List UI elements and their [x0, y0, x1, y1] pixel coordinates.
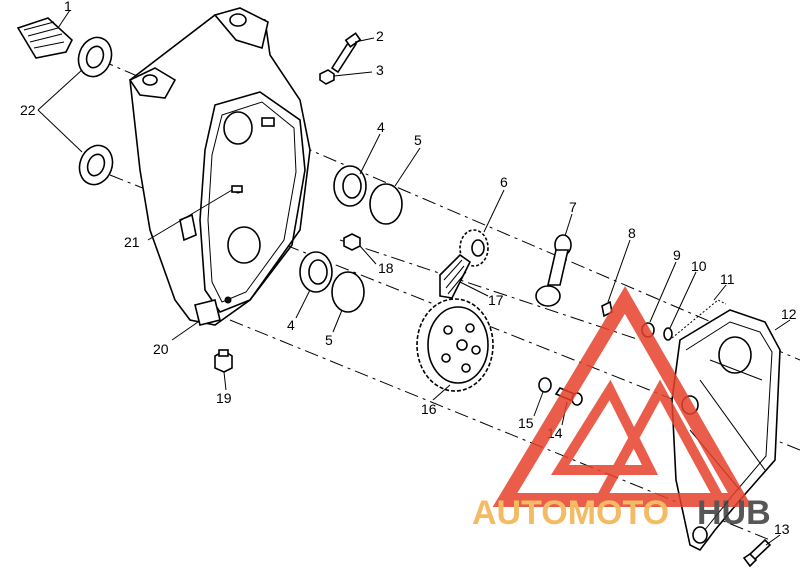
chain-tensioner [535, 234, 572, 307]
seal-10 [663, 327, 673, 341]
nut-top [319, 69, 335, 85]
chaincase-housing [128, 7, 311, 326]
watermark-logo: AUTOMOTO HUB [472, 286, 771, 532]
driven-sprocket [416, 298, 494, 392]
callout-21: 21 [124, 234, 140, 250]
callout-19: 19 [216, 390, 232, 406]
callout-13: 13 [774, 521, 790, 537]
callout-17: 17 [488, 292, 504, 308]
leader-lines [37, 9, 791, 546]
drive-gear-top [459, 229, 489, 267]
callout-7: 7 [569, 199, 577, 215]
watermark-triangle-icon [492, 286, 753, 507]
pin-21 [231, 185, 243, 193]
bearing-upper [333, 165, 367, 207]
nut-18 [343, 233, 361, 251]
cover-gasket [671, 299, 727, 339]
washer-15 [538, 377, 552, 393]
cover-bolt [742, 538, 772, 568]
callout-5-upper: 5 [414, 132, 422, 148]
callout-12: 12 [781, 306, 797, 322]
callout-5-lower: 5 [325, 332, 333, 348]
callout-3: 3 [376, 62, 384, 78]
oil-seal-lower [78, 144, 114, 186]
drive-chain [439, 253, 472, 299]
callout-10: 10 [691, 258, 707, 274]
callout-4-upper: 4 [377, 119, 385, 135]
callout-22: 22 [20, 102, 36, 118]
oil-seal-upper [77, 36, 113, 78]
callout-2: 2 [376, 28, 384, 44]
o-ring-lower [331, 271, 365, 313]
callout-20: 20 [153, 341, 169, 357]
callout-4-lower: 4 [287, 317, 295, 333]
callout-15: 15 [518, 415, 534, 431]
o-ring-upper [369, 183, 403, 225]
callout-9: 9 [673, 247, 681, 263]
callout-6: 6 [500, 174, 508, 190]
callout-16: 16 [421, 401, 437, 417]
watermark-text-hub: HUB [697, 494, 771, 532]
callout-1: 1 [64, 0, 72, 14]
watermark-text-automoto: AUTOMOTO [472, 494, 669, 532]
callout-8: 8 [628, 225, 636, 241]
callout-18: 18 [378, 260, 394, 276]
input-shaft [16, 17, 73, 59]
bolt-top [330, 32, 362, 74]
drain-plug [214, 349, 233, 373]
callout-11: 11 [720, 271, 735, 287]
bearing-lower [299, 251, 333, 293]
